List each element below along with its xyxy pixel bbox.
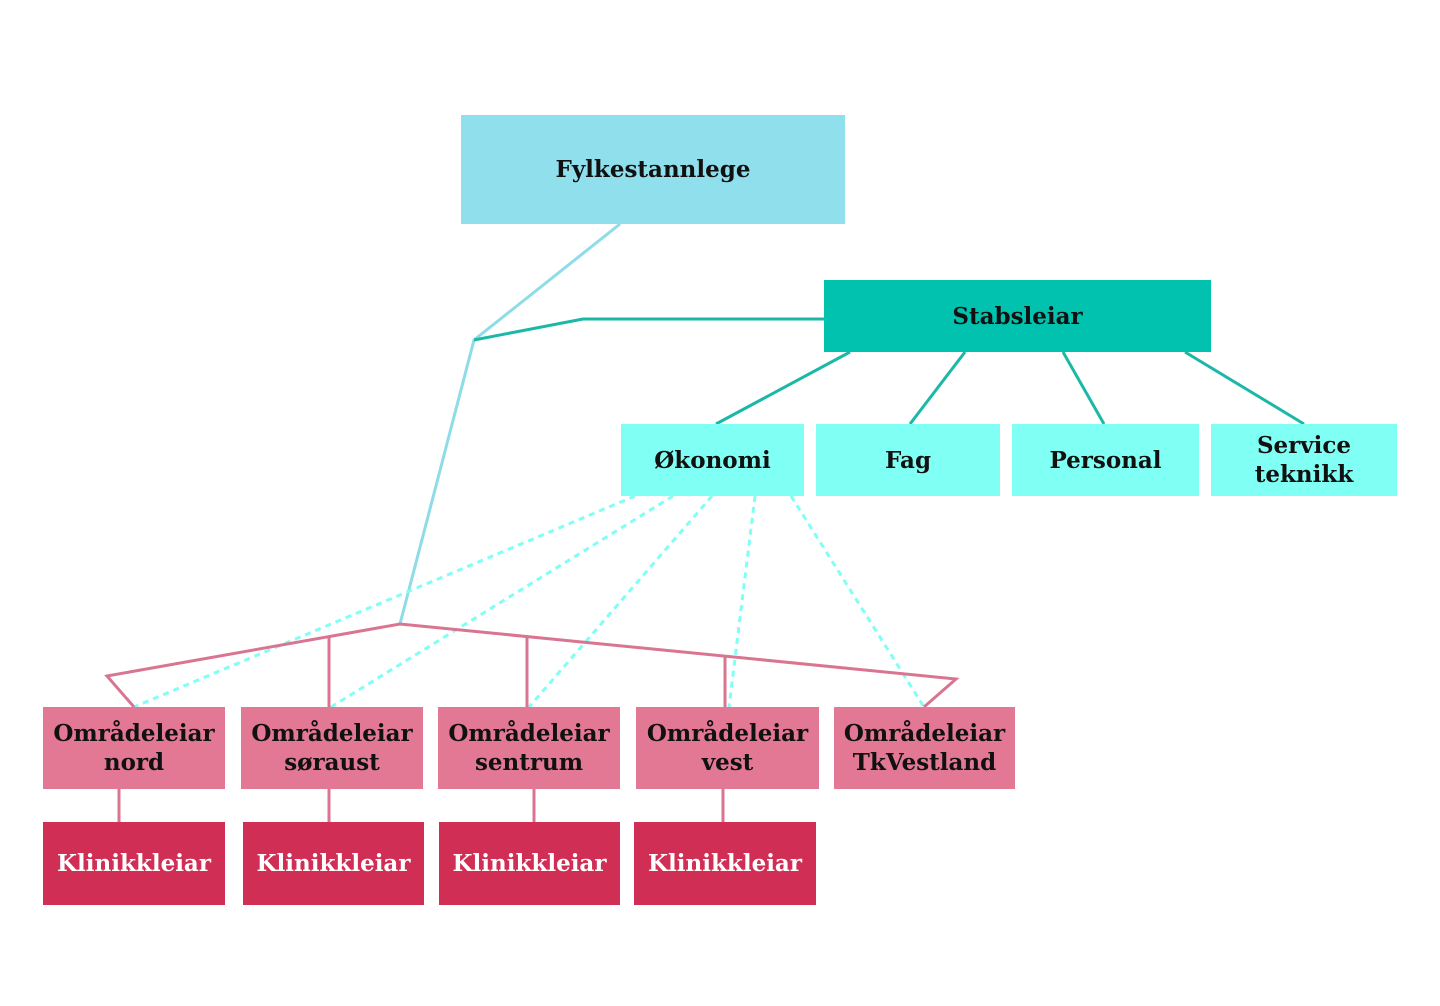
- node-label: Områdeleiar sentrum: [448, 720, 610, 776]
- node-klinikkleiar-3: Klinikkleiar: [439, 822, 620, 905]
- node-service-teknikk: Service teknikk: [1211, 424, 1397, 496]
- dashed-okonomi-tkvestland: [789, 495, 926, 708]
- node-label: Klinikkleiar: [57, 850, 211, 877]
- node-label: Økonomi: [654, 446, 771, 474]
- dashed-okonomi-vest: [727, 495, 757, 708]
- line-stab-to-top: [473, 317, 824, 342]
- node-klinikkleiar-1: Klinikkleiar: [43, 822, 225, 905]
- node-label: Fag: [884, 446, 932, 474]
- node-stabsleiar: Stabsleiar: [824, 280, 1211, 352]
- node-label: Områdeleiar vest: [646, 720, 809, 776]
- node-omradeleiar-sentrum: Områdeleiar sentrum: [438, 707, 620, 789]
- node-personal: Personal: [1012, 424, 1199, 496]
- node-label: Service teknikk: [1254, 432, 1354, 488]
- node-label: Klinikkleiar: [452, 850, 607, 877]
- dashed-okonomi-sentrum: [527, 495, 714, 708]
- node-omradeleiar-soraust: Områdeleiar søraust: [241, 707, 423, 789]
- node-fylkestannlege: Fylkestannlege: [461, 115, 845, 224]
- line-stab-personal: [1061, 351, 1106, 425]
- node-klinikkleiar-4: Klinikkleiar: [634, 822, 816, 905]
- node-omradeleiar-nord: Områdeleiar nord: [43, 707, 225, 789]
- line-stab-service: [1184, 350, 1305, 426]
- node-okonomi: Økonomi: [621, 424, 804, 496]
- pink-area-bar: [104, 622, 960, 709]
- node-label: Områdeleiar nord: [53, 720, 215, 776]
- node-label: Fylkestannlege: [555, 156, 751, 183]
- node-label: Personal: [1049, 446, 1162, 474]
- node-label: Områdeleiar TkVestland: [843, 720, 1006, 776]
- node-omradeleiar-tkvestland: Områdeleiar TkVestland: [834, 707, 1015, 789]
- node-fag: Fag: [816, 424, 1000, 496]
- node-label: Klinikkleiar: [648, 850, 802, 877]
- node-label: Områdeleiar søraust: [251, 720, 413, 776]
- node-label: Stabsleiar: [952, 302, 1083, 330]
- node-omradeleiar-vest: Områdeleiar vest: [636, 707, 819, 789]
- dashed-okonomi-nord: [133, 494, 636, 709]
- line-stab-okonomi: [715, 350, 851, 426]
- node-klinikkleiar-2: Klinikkleiar: [243, 822, 424, 905]
- line-stab-fag: [908, 351, 967, 425]
- dashed-okonomi-soraust: [330, 494, 674, 709]
- node-label: Klinikkleiar: [256, 850, 411, 877]
- line-top-to-areas: [398, 222, 621, 625]
